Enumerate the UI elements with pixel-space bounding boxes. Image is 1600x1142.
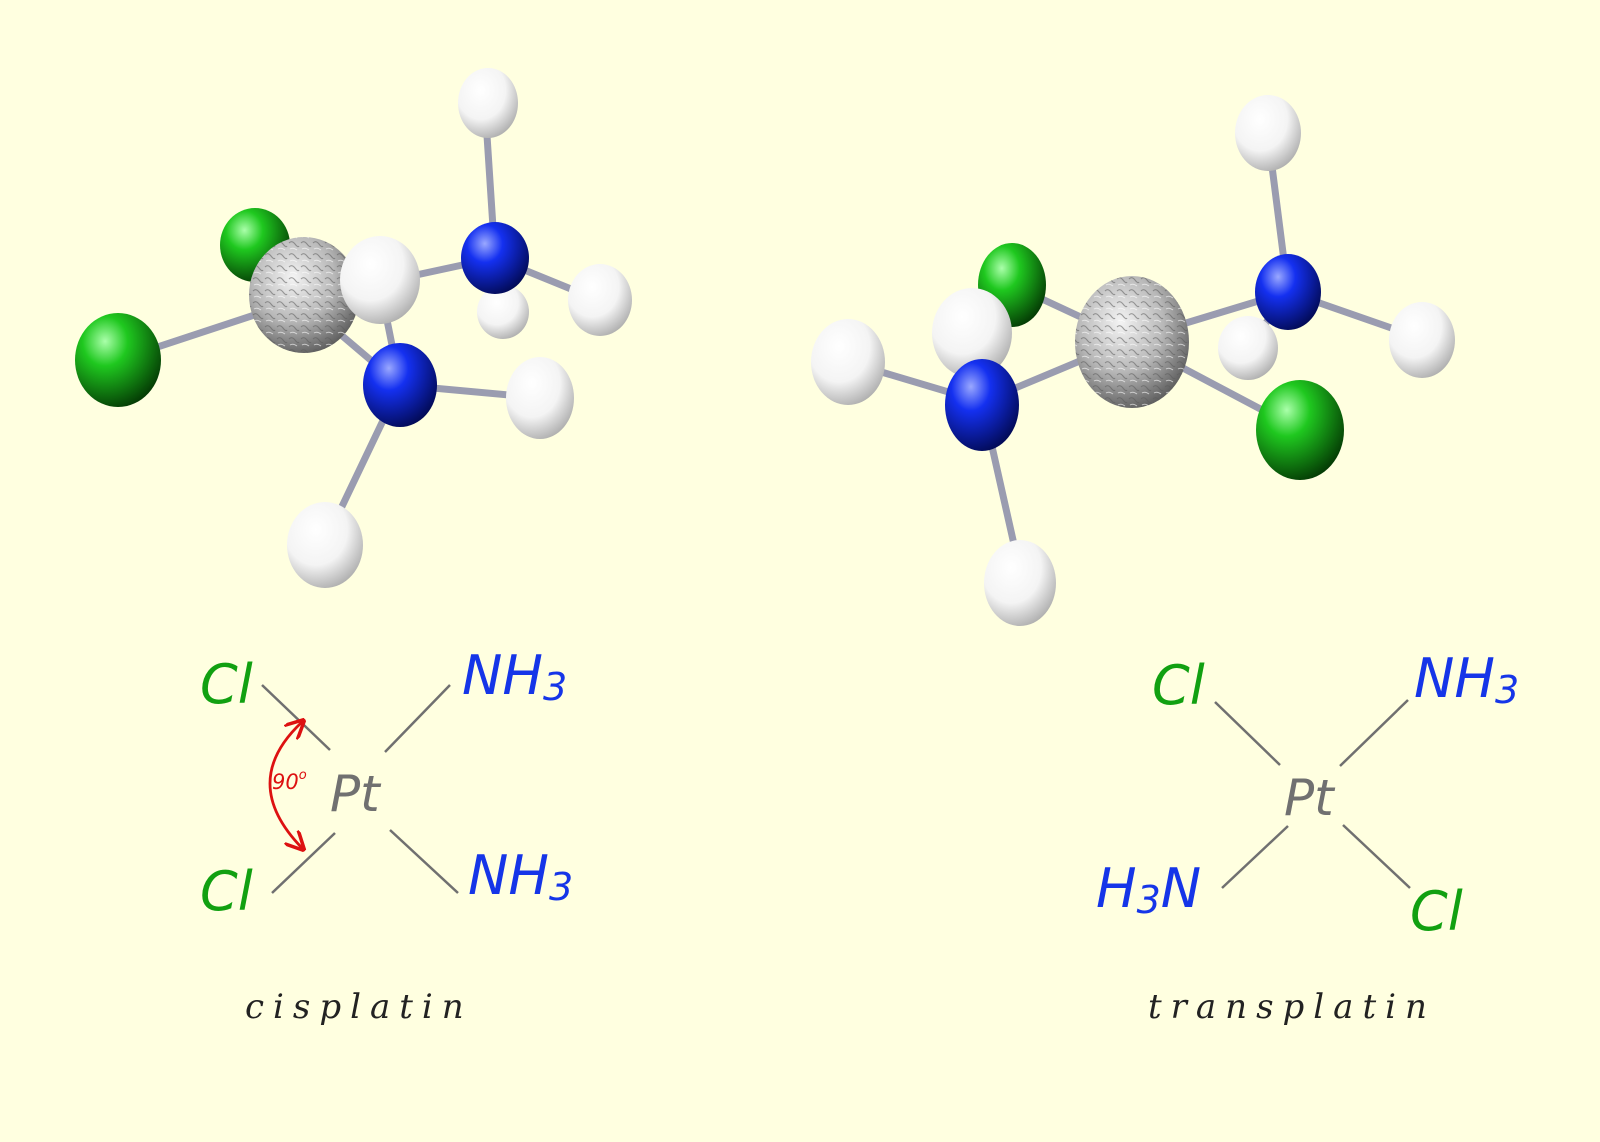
angle-label: 90o [272, 768, 307, 794]
hydrogen-atom [477, 285, 529, 339]
hydrogen-atom [506, 357, 574, 439]
trans-nh3-top-n: NH [1414, 647, 1495, 710]
trans-h3n-n: N [1161, 857, 1201, 920]
hydrogen-atom [984, 540, 1056, 626]
chlorine-atom [1256, 380, 1344, 480]
hydrogen-atom [287, 502, 363, 588]
cis-cl-top-label: Cl [200, 653, 253, 716]
chlorine-atom [75, 313, 161, 407]
cis-nh3-top-sub: 3 [543, 665, 567, 709]
nitrogen-atom [1255, 254, 1321, 330]
bond-line [1342, 824, 1411, 889]
nitrogen-atom [945, 359, 1019, 451]
trans-cl-top-label: Cl [1152, 654, 1205, 717]
trans-nh3-top-sub: 3 [1495, 668, 1519, 712]
bond-line [1214, 701, 1281, 766]
hydrogen-atom [1389, 302, 1455, 378]
cis-nh3-top-n: NH [462, 644, 543, 707]
hydrogen-atom [1218, 316, 1278, 380]
cis-nh3-bottom-sub: 3 [549, 865, 573, 909]
platinum-texture [1075, 276, 1189, 408]
bond-line [384, 684, 451, 753]
bond-line [389, 829, 459, 894]
bond-line [261, 684, 331, 751]
trans-cl-bottom-label: Cl [1410, 880, 1463, 943]
transplatin-structural-formula: Pt Cl Cl NH3 H3N transplatin [1096, 647, 1519, 1027]
transplatin-3d-model [811, 95, 1455, 626]
cis-pt-label: Pt [330, 765, 382, 823]
cisplatin-structural-formula: Pt Cl Cl NH3 NH3 90o cisplatin [200, 644, 573, 1027]
trans-h3n-label: H3N [1096, 857, 1201, 922]
cisplatin-caption: cisplatin [245, 987, 473, 1027]
trans-h3n-h: H [1096, 857, 1137, 920]
cisplatin-3d-model [75, 68, 632, 588]
cis-nh3-bottom-label: NH3 [468, 844, 573, 909]
trans-h3n-sub: 3 [1137, 878, 1161, 922]
platinum-texture [249, 237, 359, 353]
bond-line [1221, 825, 1289, 889]
cis-cl-bottom-label: Cl [200, 860, 253, 923]
trans-nh3-top-label: NH3 [1414, 647, 1519, 712]
hydrogen-atom [340, 236, 420, 324]
hydrogen-atom [932, 288, 1012, 378]
angle-value: 90 [272, 770, 299, 794]
trans-pt-label: Pt [1284, 769, 1336, 827]
bond-line [1339, 699, 1409, 767]
transplatin-caption: transplatin [1148, 987, 1436, 1027]
angle-degree-mark: o [299, 768, 307, 783]
hydrogen-atom [568, 264, 632, 336]
hydrogen-atom [458, 68, 518, 138]
hydrogen-atom [1235, 95, 1301, 171]
bond-line [271, 832, 336, 894]
angle-arc [268, 722, 302, 848]
nitrogen-atom [461, 222, 529, 294]
hydrogen-atom [811, 319, 885, 405]
cis-nh3-top-label: NH3 [462, 644, 567, 709]
transplatin-formula-bonds [1214, 699, 1411, 889]
nitrogen-atom [363, 343, 437, 427]
cis-nh3-bottom-n: NH [468, 844, 549, 907]
